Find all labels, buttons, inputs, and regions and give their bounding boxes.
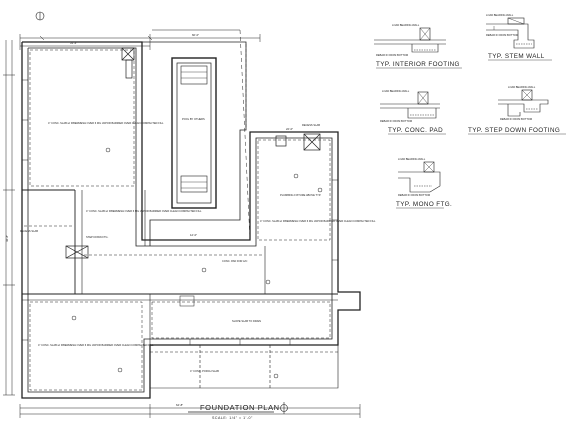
porch-note: 4" CONC. PORCH SLAB [190,369,219,373]
dim-mid-span: 12'-0" [190,233,197,237]
top-dimension-lines [19,34,261,50]
bottom-dimension-lines [19,404,361,418]
detail-mono-ftg: LOAD BEARING WALL REBAR IF FROM BOTTOM T… [396,157,452,209]
dim-top-overall: 60'-0" [192,33,199,37]
detail-5-note-wall: LOAD BEARING WALL [398,157,426,161]
detail-5-title: TYP. MONO FTG. [396,201,452,208]
pool-inner-outline [176,62,212,204]
slope-note: SLOPE SLAB TO DRAIN [232,319,261,323]
detail-2-note-rebar: REBAR IF FROM BOTTOM [486,33,518,37]
plumbing-note: PLUMBING FIXTURE ABOVE TYP. [280,193,321,197]
dim-garage-width: 31'-4" [70,41,77,45]
piers [65,47,321,259]
detail-interior-footing: LOAD BEARING WALL REBAR IF FROM BOTTOM T… [374,23,462,69]
detail-2-title: TYP. STEM WALL [488,53,545,60]
detail-3-note-wall: LOAD BEARING WALL [382,89,410,93]
pool-spa [180,175,208,193]
pool-area [142,29,251,246]
room-note-center: 4" CONC. SLAB w/ FIBERMESH OVER 6 MIL VA… [86,209,202,213]
step-note: STEP DOWN FTG. [86,235,109,239]
recess-note-2: RECESS SLAB [302,123,320,127]
detail-4-note-rebar: REBAR IF FROM BOTTOM [500,117,532,121]
detail-conc-pad: LOAD BEARING WALL REBAR IF FROM BOTTOM T… [380,89,446,135]
detail-4-note-wall: LOAD BEARING WALL [508,85,536,89]
room-note-lower-left: 4" CONC. SLAB w/ FIBERMESH OVER 6 MIL VA… [38,343,154,347]
foundation-plan [3,11,361,418]
plan-scale: SCALE: 1/4" = 1'-0" [212,416,253,420]
detail-step-down: LOAD BEARING WALL REBAR IF FROM BOTTOM T… [468,85,566,135]
pool-outline [171,57,217,209]
dim-right-width: 22'-0" [286,127,293,131]
pool-steps [180,65,208,85]
room-note-living: 4" CONC. SLAB w/ FIBERMESH OVER 6 MIL VA… [260,219,376,223]
detail-3-title: TYP. CONC. PAD [388,127,443,134]
left-dimension-lines [3,40,15,396]
pad-note: CONC. PAD FOR A/C [222,259,247,263]
detail-4-title: TYP. STEP DOWN FOOTING [468,127,560,134]
detail-3-note-rebar: REBAR IF FROM BOTTOM [380,119,412,123]
detail-1-title: TYP. INTERIOR FOOTING [376,61,460,68]
dim-left-height: 44'-8" [5,235,9,242]
recess-note-1: RECESS SLAB [20,229,38,233]
detail-2-note-wall: LOAD BEARING WALL [486,13,514,17]
pool-note: POOL BY OTHERS [182,117,205,121]
detail-5-note-rebar: REBAR IF FROM BOTTOM [398,193,430,197]
plumbing-marks [71,147,323,379]
plan-notes: 4" CONC. SLAB w/ FIBERMESH OVER 6 MIL VA… [20,117,376,373]
dim-bottom-overall: 64'-8" [176,403,183,407]
plan-dimensions: 60'-0" 31'-4" 22'-0" 44'-8" 64'-8" 12'-0… [5,33,293,407]
detail-stem-wall: LOAD BEARING WALL REBAR IF FROM BOTTOM T… [486,13,552,61]
detail-1-note-wall: LOAD BEARING WALL [392,23,420,27]
room-note-garage: 4" CONC. SLAB w/ FIBERMESH OVER 6 MIL VA… [48,121,164,125]
wall-ticks [22,79,338,345]
plan-title: FOUNDATION PLAN [200,403,280,412]
porch-slab [149,345,339,389]
detail-1-note-rebar: REBAR IF FROM BOTTOM [376,53,408,57]
